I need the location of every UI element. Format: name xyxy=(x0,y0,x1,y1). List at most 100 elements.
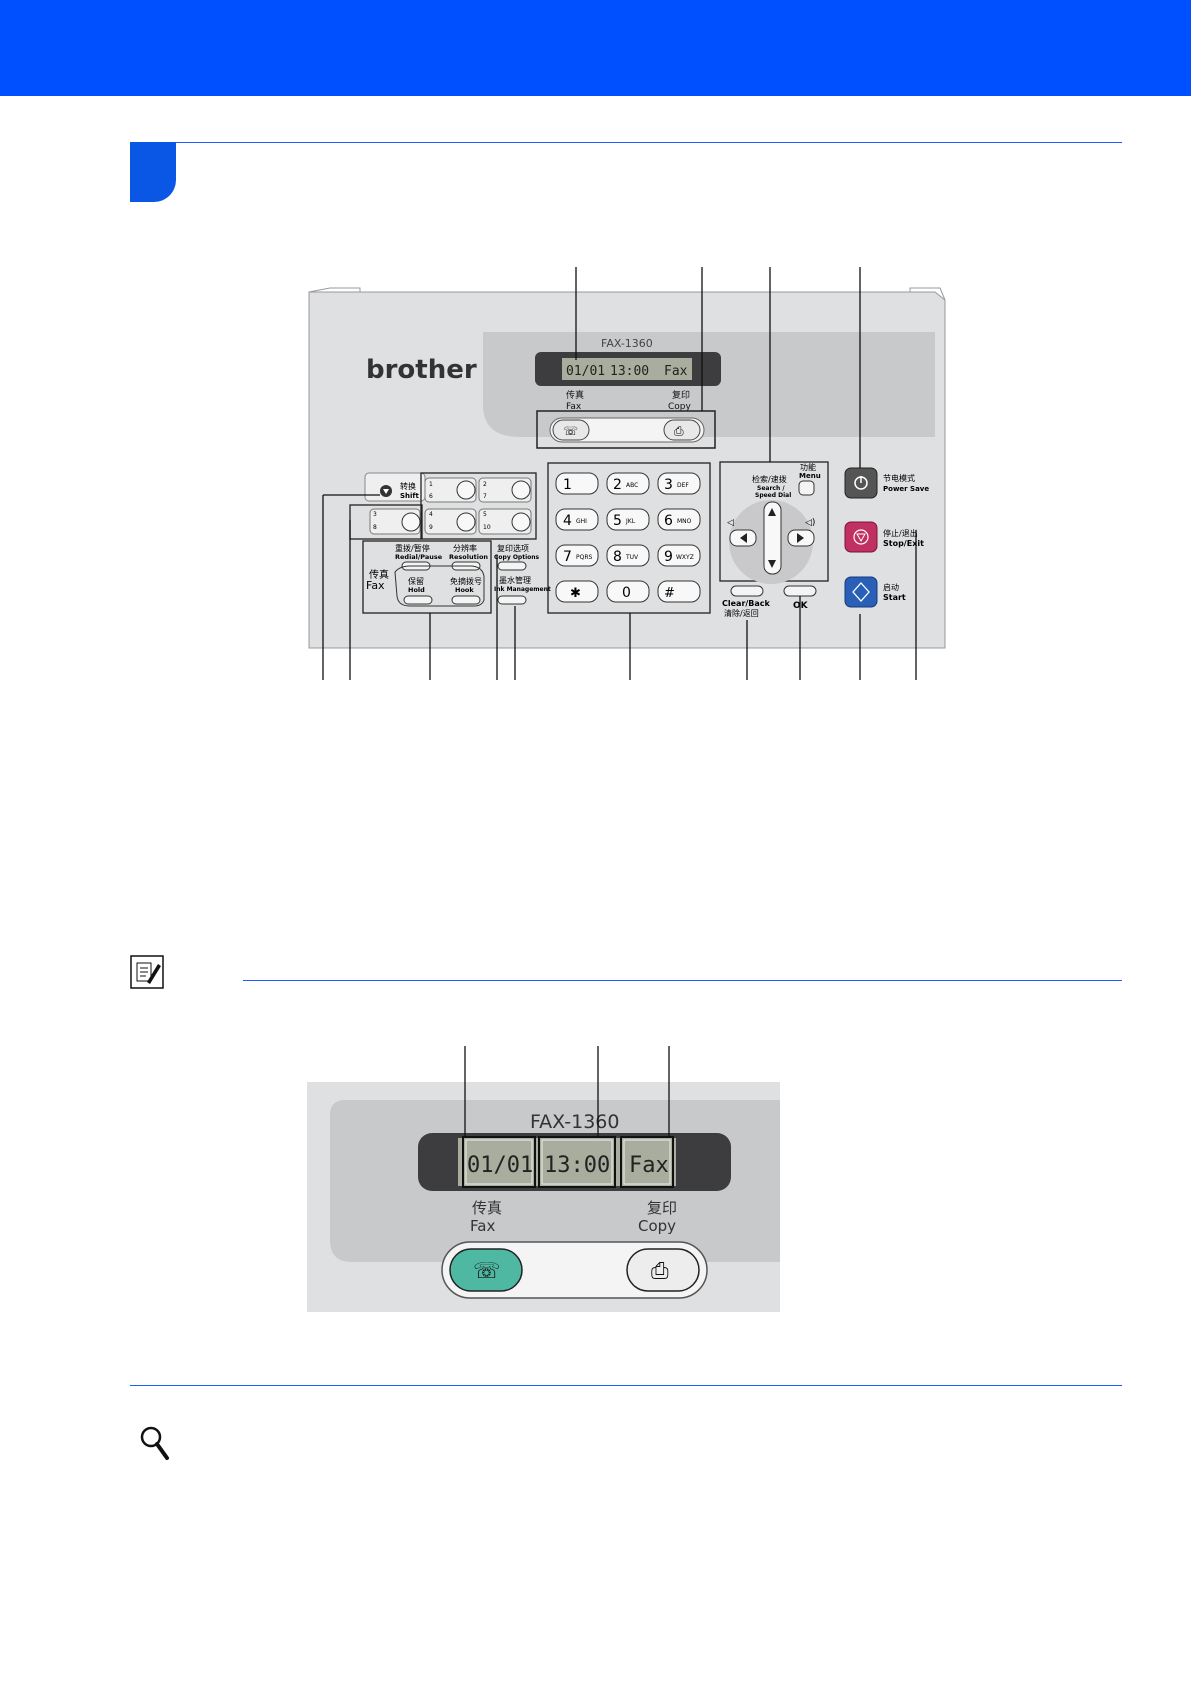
dial-key-digit: 6 xyxy=(664,513,673,529)
one-touch-key-1[interactable] xyxy=(456,480,476,500)
hold-button[interactable] xyxy=(403,595,433,605)
mode-fax-en: Fax xyxy=(566,402,582,412)
hook-cn: 免摘拨号 xyxy=(450,576,482,586)
callout-lines xyxy=(322,267,917,680)
copy-options-en: Copy Options xyxy=(494,554,540,561)
one-touch-key-5[interactable] xyxy=(511,512,531,532)
zoom-fax-en: Fax xyxy=(470,1217,495,1235)
volume-low-icon: ◁ xyxy=(727,518,734,528)
note-icon xyxy=(130,955,164,989)
dial-key-letters: PQRS xyxy=(576,554,593,561)
stop-exit-cn: 停止/退出 xyxy=(883,528,918,538)
magnifier-icon xyxy=(140,1426,169,1460)
ok-label: OK xyxy=(793,601,809,611)
speed-dial-en: Speed Dial xyxy=(755,492,791,499)
ink-management-button[interactable] xyxy=(497,595,527,605)
ok-button[interactable] xyxy=(783,585,817,597)
copier-icon: ⎙ xyxy=(674,424,684,438)
model-name: FAX-1360 xyxy=(601,337,653,350)
nav-up-down-button[interactable] xyxy=(763,501,782,575)
clear-back-en: Clear/Back xyxy=(722,599,771,608)
hold-en: Hold xyxy=(408,586,425,594)
fax-machine-icon: ☏ xyxy=(563,424,578,438)
clear-back-cn: 清除/返回 xyxy=(724,608,759,618)
resolution-cn: 分辨率 xyxy=(453,543,477,553)
one-touch-label: 9 xyxy=(429,524,433,531)
stop-exit-en: Stop/Exit xyxy=(883,539,924,548)
volume-high-icon: ◁) xyxy=(805,518,815,528)
dial-key-digit: ✱ xyxy=(570,586,581,601)
start-en: Start xyxy=(883,593,906,602)
one-touch-label: 5 xyxy=(483,511,487,518)
lcd-mode: Fax xyxy=(664,364,688,379)
dial-key-digit: 9 xyxy=(664,549,673,565)
zoom-fax-cn: 传真 xyxy=(472,1199,502,1217)
dial-key-star[interactable]: ✱ xyxy=(555,580,599,603)
left-arrow-icon xyxy=(740,533,747,543)
zoom-lcd-date: 01/01 xyxy=(467,1153,533,1178)
clear-back-button[interactable] xyxy=(730,585,764,597)
one-touch-key-3[interactable] xyxy=(401,512,421,532)
start-button[interactable] xyxy=(844,576,878,608)
section-tab-marker xyxy=(130,142,176,202)
lcd-date: 01/01 xyxy=(566,364,605,379)
dial-key-letters: MNO xyxy=(677,518,692,525)
start-cn: 启动 xyxy=(883,582,899,592)
zoom-fax-machine-icon: ☏ xyxy=(473,1259,501,1284)
mode-fax-cn: 传真 xyxy=(566,389,584,401)
one-touch-key-2[interactable] xyxy=(511,480,531,500)
menu-button[interactable] xyxy=(798,480,815,496)
right-arrow-icon xyxy=(797,533,804,543)
dial-key-digit: # xyxy=(664,586,675,601)
zoom-model-name: FAX-1360 xyxy=(530,1111,619,1133)
zoom-fax-mode-button[interactable] xyxy=(449,1248,523,1292)
zoom-copier-icon: ⎙ xyxy=(651,1259,669,1284)
dial-key[interactable]: 6 MNO xyxy=(657,508,701,531)
hook-en: Hook xyxy=(455,586,474,594)
one-touch-label: 1 xyxy=(429,481,433,488)
dial-key-zero[interactable]: 0 xyxy=(606,580,650,603)
fax-mode-button[interactable] xyxy=(552,419,590,441)
dial-key-hash[interactable]: # xyxy=(657,580,701,603)
copy-mode-button[interactable] xyxy=(663,419,701,441)
copy-options-button[interactable] xyxy=(497,561,527,571)
dial-key-digit: 7 xyxy=(563,549,572,565)
dial-key-letters: WXYZ xyxy=(676,554,694,561)
dial-key-digit: 3 xyxy=(664,477,673,493)
dial-key-digit: 4 xyxy=(563,513,572,529)
zoom-copy-mode-button[interactable] xyxy=(626,1248,700,1292)
ink-management-cn: 墨水管理 xyxy=(499,575,531,585)
stop-icon xyxy=(856,533,866,543)
ink-management-en: Ink Management xyxy=(494,586,551,593)
one-touch-key-4[interactable] xyxy=(456,512,476,532)
power-save-en: Power Save xyxy=(883,485,929,493)
dial-key[interactable]: 7 PQRS xyxy=(555,544,599,567)
menu-cn: 功能 xyxy=(800,462,816,472)
zoom-copy-en: Copy xyxy=(638,1217,676,1235)
zoom-callout-lines xyxy=(464,1046,670,1137)
lcd-time: 13:00 xyxy=(610,364,649,379)
dial-key-digit: 2 xyxy=(613,477,622,493)
stop-exit-button[interactable] xyxy=(844,521,878,553)
one-touch-label: 4 xyxy=(429,511,433,518)
dial-key-letters: DEF xyxy=(677,482,689,489)
redial-en: Redial/Pause xyxy=(395,553,443,561)
dial-key-digit: 5 xyxy=(613,513,622,529)
one-touch-label: 8 xyxy=(373,524,377,531)
dial-key[interactable]: 1 xyxy=(555,472,599,495)
one-touch-label: 7 xyxy=(483,493,487,500)
resolution-en: Resolution xyxy=(449,553,488,561)
header-bar xyxy=(0,0,1191,96)
dial-key[interactable]: 3 DEF xyxy=(657,472,701,495)
hook-button[interactable] xyxy=(451,595,481,605)
section-rule-top xyxy=(130,142,1122,143)
search-cn: 检索/速拨 xyxy=(752,474,787,484)
fax-group-cn: 传真 xyxy=(369,568,389,581)
lcd-zoom-diagram: FAX-1360 01/01 13:00 Fax 传真 Fax 复印 Copy … xyxy=(307,1046,780,1312)
brand-logo: brother xyxy=(366,355,477,385)
